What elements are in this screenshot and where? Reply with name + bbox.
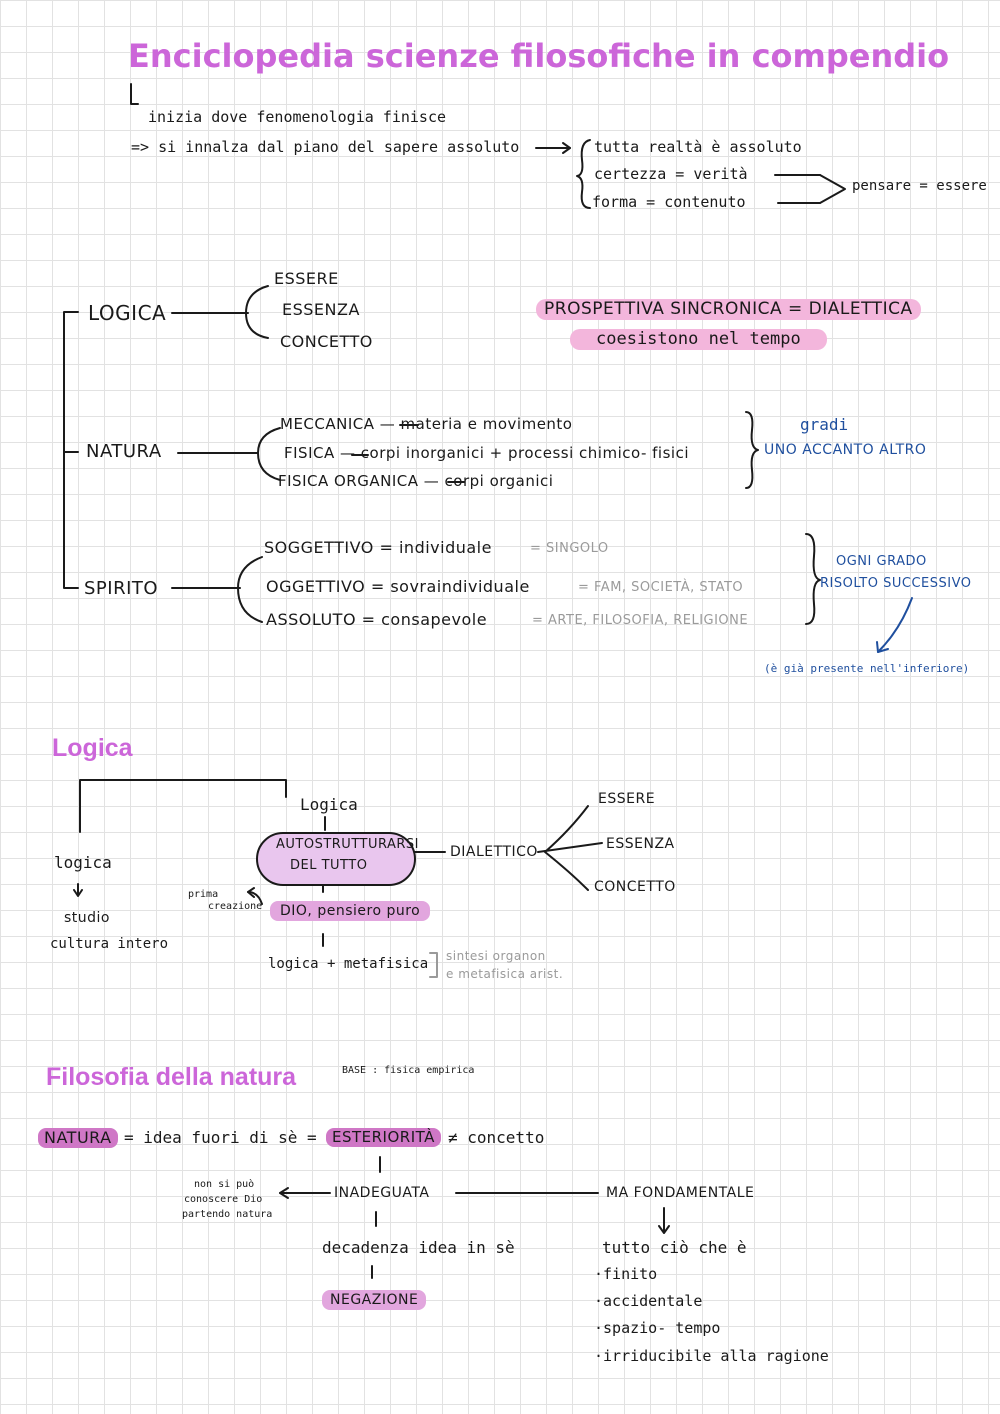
natura-list-item: ·irriducibile alla ragione bbox=[594, 1347, 829, 1365]
non-si-puo-2: conoscere Dio bbox=[184, 1194, 263, 1205]
ma-fondamentale-label: MA FONDAMENTALE bbox=[606, 1185, 755, 1201]
neq-concetto: ≠ concetto bbox=[448, 1128, 545, 1147]
esteriorita-highlight: ESTERIORITÀ bbox=[326, 1128, 441, 1147]
creazione-label: creazione bbox=[208, 901, 263, 912]
presente-label: (è già presente nell'inferiore) bbox=[764, 662, 970, 675]
tree-spirito-item: ASSOLUTO = consapevole bbox=[266, 610, 488, 629]
tutto-cio-label: tutto ciò che è bbox=[602, 1238, 747, 1257]
intro-result: pensare = essere bbox=[852, 178, 987, 194]
ogni-grado-label: OGNI GRADO bbox=[836, 554, 927, 569]
tree-logica: LOGICA bbox=[88, 301, 167, 325]
intro-line-2: => si innalza dal piano del sapere assol… bbox=[131, 138, 520, 156]
negazione-highlight: NEGAZIONE bbox=[322, 1290, 427, 1310]
tree-spirito: SPIRITO bbox=[84, 578, 159, 599]
tree-spirito-item: OGGETTIVO = sovraindividuale bbox=[266, 577, 530, 596]
intro-brace-item-1: tutta realtà è assoluto bbox=[594, 138, 802, 156]
natura-list-item: ·finito bbox=[594, 1265, 658, 1283]
page-title: Enciclopedia scienze filosofiche in comp… bbox=[128, 37, 950, 75]
logica-dialettico-item: CONCETTO bbox=[594, 879, 676, 895]
tree-logica-item: ESSERE bbox=[274, 269, 339, 288]
accanto-label: UNO ACCANTO ALTRO bbox=[764, 442, 927, 458]
section-heading-natura: Filosofia della natura bbox=[46, 1063, 297, 1091]
dialettico-label: DIALETTICO bbox=[450, 844, 538, 860]
tree-logica-item: CONCETTO bbox=[280, 332, 373, 351]
logica-dialettico-item: ESSENZA bbox=[606, 836, 675, 852]
gradi-label: gradi bbox=[800, 415, 849, 434]
intro-brace-item-2: certezza = verità bbox=[594, 165, 748, 183]
decadenza-label: decadenza idea in sè bbox=[322, 1238, 515, 1257]
logica-left-3: cultura intero bbox=[50, 936, 169, 952]
tree-logica-item: ESSENZA bbox=[282, 300, 360, 319]
tree-spirito-item: SOGGETTIVO = individuale bbox=[264, 538, 492, 557]
coesistono-label: coesistono nel tempo bbox=[570, 329, 827, 350]
logica-left-1: logica bbox=[54, 853, 112, 872]
tree-natura: NATURA bbox=[86, 441, 162, 462]
autostrutturarsi-bubble bbox=[256, 832, 416, 886]
non-si-puo-3: partendo natura bbox=[182, 1209, 273, 1220]
natura-list-item: ·spazio- tempo bbox=[594, 1319, 721, 1337]
bubble-line-1: AUTOSTRUTTURARSI bbox=[276, 837, 420, 852]
tree-natura-item: MECCANICA — materia e movimento bbox=[280, 415, 573, 433]
sintesi-line-1: sintesi organon bbox=[446, 949, 546, 963]
logica-dialettico-item: ESSERE bbox=[598, 791, 656, 807]
natura-equation: = idea fuori di sè = bbox=[124, 1128, 317, 1147]
intro-brace-item-3: forma = contenuto bbox=[592, 193, 746, 211]
spirito-note: = SINGOLO bbox=[530, 541, 609, 556]
natura-list-item: ·accidentale bbox=[594, 1292, 703, 1310]
base-label: BASE : fisica empirica bbox=[342, 1065, 475, 1076]
section-heading-logica: Logica bbox=[52, 734, 133, 762]
logica-top: Logica bbox=[300, 795, 358, 814]
non-si-puo-1: non si può bbox=[194, 1179, 255, 1190]
tree-natura-item: FISICA ORGANICA — corpi organici bbox=[278, 472, 554, 490]
natura-highlight: NATURA bbox=[38, 1128, 118, 1148]
risolto-label: RISOLTO SUCCESSIVO bbox=[820, 576, 972, 591]
prima-label: prima bbox=[188, 889, 219, 900]
tree-natura-item: FISICA — corpi inorganici + processi chi… bbox=[284, 444, 689, 462]
prospettiva-label: PROSPETTIVA SINCRONICA = DIALETTICA bbox=[536, 299, 921, 320]
logica-left-2: studio bbox=[64, 910, 110, 926]
sintesi-line-2: e metafisica arist. bbox=[446, 967, 564, 981]
spirito-note: = ARTE, FILOSOFIA, RELIGIONE bbox=[532, 613, 749, 628]
spirito-note: = FAM, SOCIETÀ, STATO bbox=[578, 580, 744, 595]
logica-metafisica: logica + metafisica bbox=[268, 956, 429, 972]
intro-line-1: inizia dove fenomenologia finisce bbox=[148, 108, 447, 126]
dio-label: DIO, pensiero puro bbox=[270, 901, 431, 921]
bubble-line-2: DEL TUTTO bbox=[290, 858, 368, 873]
inadeguata-label: INADEGUATA bbox=[334, 1185, 430, 1201]
